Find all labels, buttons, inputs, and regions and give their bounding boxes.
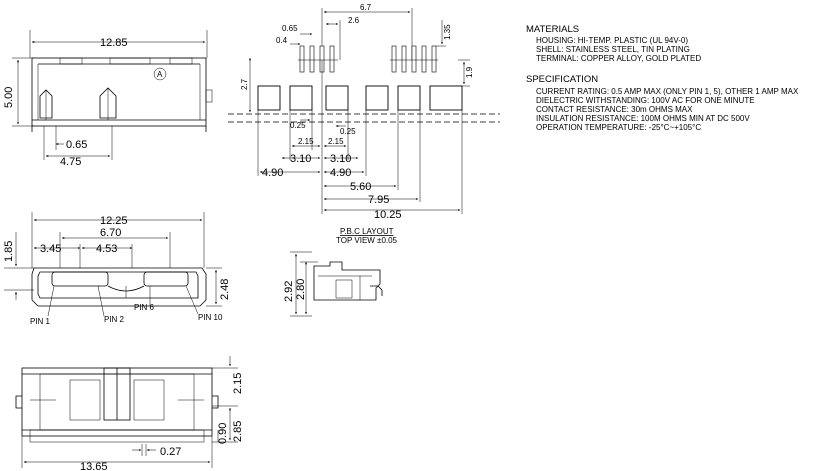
pcb-dim-4-90b: 4.90: [330, 167, 351, 179]
pcb-layout: 6.7 2.6 0.65 0.4 1.35 1.9 2.: [228, 3, 500, 245]
front-inner-width-dim: 4.75: [60, 156, 81, 168]
bottom-h2-dim: 2.85: [232, 421, 244, 442]
specification-line: CONTACT RESISTANCE: 30m OHMS MAX: [536, 105, 693, 114]
pcb-dim-2-6: 2.6: [348, 16, 360, 25]
side-view: 2.92 2.80: [283, 251, 383, 317]
face-side-dim: 2.48: [219, 279, 231, 300]
materials-line: SHELL: STAINLESS STEEL, TIN PLATING: [536, 45, 690, 54]
pcb-dim-2-15b: 2.15: [328, 137, 344, 146]
materials-line: TERMINAL: COPPER ALLOY, GOLD PLATED: [536, 54, 701, 63]
specification-line: OPERATION TEMPERATURE: -25°C~+105°C: [536, 123, 701, 132]
face-width-dim: 12.25: [100, 215, 128, 227]
pcb-dim-3-10b: 3.10: [330, 153, 351, 165]
bottom-h3-dim: 0.90: [217, 423, 229, 444]
pcb-dim-0-65: 0.65: [282, 24, 298, 33]
pcb-dim-3-10a: 3.10: [290, 153, 311, 165]
pcb-dim-2-7: 2.7: [240, 78, 249, 90]
pcb-dim-6-7: 6.7: [360, 3, 372, 12]
pcb-dim-7-95: 7.95: [368, 194, 389, 206]
specification-line: DIELECTRIC WITHSTANDING: 100V AC FOR ONE…: [536, 96, 755, 105]
pcb-dim-5-60: 5.60: [350, 181, 371, 193]
pin1-label: PIN 1: [30, 317, 51, 326]
pcb-dim-0-25b: 0.25: [340, 127, 356, 136]
pin6-label: PIN 6: [134, 303, 155, 312]
materials-heading: MATERIALS: [526, 24, 579, 35]
front-pin-offset-dim: 0.65: [66, 139, 87, 151]
face-height-dim: 1.85: [3, 241, 15, 262]
pin2-label: PIN 2: [104, 315, 125, 324]
bottom-width-dim: 13.65: [80, 461, 108, 471]
pcb-dim-2-15a: 2.15: [298, 137, 314, 146]
side-dim-2-80: 2.80: [295, 279, 307, 300]
bottom-pad-dim: 0.27: [160, 446, 181, 458]
pcb-dim-1-35: 1.35: [443, 24, 452, 40]
bottom-view: 2.15 2.85 0.90 13.65 0.27: [15, 356, 244, 471]
pcb-caption-title: P.B.C LAYOUT: [340, 227, 394, 236]
face-pitch-dim: 6.70: [100, 227, 121, 239]
pcb-dim-1-9: 1.9: [465, 66, 474, 78]
face-mid-dim: 4.53: [96, 243, 117, 255]
specification-line: INSULATION RESISTANCE: 100M OHMS MIN AT …: [536, 114, 750, 123]
pcb-dim-4-90a: 4.90: [262, 167, 283, 179]
materials-line: HOUSING: HI-TEMP. PLASTIC (UL 94V-0): [536, 36, 688, 45]
face-view: 12.25 6.70 3.45 4.53 1.85 2.48: [3, 212, 231, 326]
pcb-dim-0-4: 0.4: [276, 36, 288, 45]
specification-heading: SPECIFICATION: [526, 74, 598, 85]
side-dim-2-92: 2.92: [283, 281, 295, 302]
bottom-h1-dim: 2.15: [232, 373, 244, 394]
face-left-dim: 3.45: [40, 243, 61, 255]
front-view: 12.85 5.00 A 0.65 4.75: [3, 30, 213, 168]
pin1-mark: A: [157, 70, 163, 79]
specs-block: MATERIALS HOUSING: HI-TEMP. PLASTIC (UL …: [526, 24, 799, 132]
pin10-label: PIN 10: [198, 313, 223, 322]
pcb-dim-10-25: 10.25: [374, 209, 402, 221]
pcb-dim-0-25a: 0.25: [290, 121, 306, 130]
front-width-dim: 12.85: [100, 37, 128, 49]
front-height-dim: 5.00: [3, 87, 15, 108]
specification-line: CURRENT RATING: 0.5 AMP MAX (ONLY PIN 1,…: [536, 87, 799, 96]
pcb-caption-subtitle: TOP VIEW ±0.05: [336, 236, 398, 245]
